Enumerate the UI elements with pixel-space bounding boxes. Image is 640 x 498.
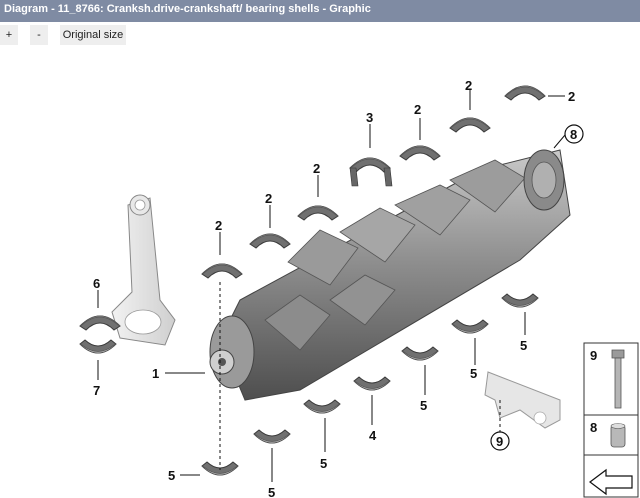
- callout-3[interactable]: 3: [366, 110, 373, 125]
- bearing-shell-lower: [501, 293, 539, 308]
- bearing-shell-upper: [249, 233, 291, 249]
- connecting-rod: [111, 194, 176, 346]
- bearing-cap: [484, 371, 561, 429]
- callout-7[interactable]: 7: [93, 383, 100, 398]
- bearing-shell-lower: [253, 429, 291, 444]
- callout-2[interactable]: 2: [465, 78, 472, 93]
- dowel-sleeve-icon: [610, 423, 626, 448]
- callout-5[interactable]: 5: [268, 485, 275, 498]
- bearing-shell-upper: [399, 145, 441, 161]
- legend-label-8[interactable]: 8: [590, 420, 597, 435]
- bearing-shell-upper: [449, 117, 491, 133]
- callout-8[interactable]: 8: [570, 127, 577, 142]
- bearing-shell-lower: [303, 399, 341, 414]
- bearing-shell-upper: [504, 85, 546, 101]
- bolt-icon: [611, 349, 625, 409]
- crankshaft: [209, 149, 571, 401]
- callout-4[interactable]: 4: [369, 428, 377, 443]
- bearing-shell-upper: [297, 205, 339, 221]
- thrust-bearing-upper: [349, 157, 393, 187]
- legend-bolt-box: [583, 342, 639, 416]
- bearing-shell-lower: [451, 319, 489, 334]
- callout-8-circle: [564, 124, 584, 144]
- callout-5[interactable]: 5: [168, 468, 175, 483]
- original-size-button[interactable]: Original size: [60, 25, 126, 45]
- rod-bearing-shell-lower: [79, 339, 117, 354]
- window-title: Diagram - 11_8766: Cranksh.drive-cranksh…: [0, 0, 640, 22]
- thrust-bearing-lower: [353, 376, 391, 391]
- callout-9[interactable]: 9: [496, 434, 503, 449]
- callout-2[interactable]: 2: [313, 161, 320, 176]
- callout-5[interactable]: 5: [470, 366, 477, 381]
- callout-1[interactable]: 1: [152, 366, 159, 381]
- bearing-shell-lower: [401, 346, 439, 361]
- legend-panel: 9 8: [583, 342, 639, 498]
- callout-5[interactable]: 5: [520, 338, 527, 353]
- bearing-shell-upper: [201, 263, 243, 279]
- callout-5[interactable]: 5: [420, 398, 427, 413]
- toolbar: + - Original size: [0, 25, 640, 47]
- callout-2[interactable]: 2: [414, 102, 421, 117]
- callout-9-circle: [490, 431, 510, 451]
- callout-2[interactable]: 2: [215, 218, 222, 233]
- zoom-in-button[interactable]: +: [0, 25, 18, 45]
- legend-label-9[interactable]: 9: [590, 348, 597, 363]
- callout-2[interactable]: 2: [265, 191, 272, 206]
- parts-diagram: 2 2 2 3 2 2 2 1 6 7 8 5 5 5 4 5 5 5 9 9 …: [79, 78, 639, 498]
- callout-2[interactable]: 2: [568, 89, 575, 104]
- callout-5[interactable]: 5: [320, 456, 327, 471]
- zoom-out-button[interactable]: -: [30, 25, 48, 45]
- arrow-icon: [589, 468, 633, 496]
- callout-6[interactable]: 6: [93, 276, 100, 291]
